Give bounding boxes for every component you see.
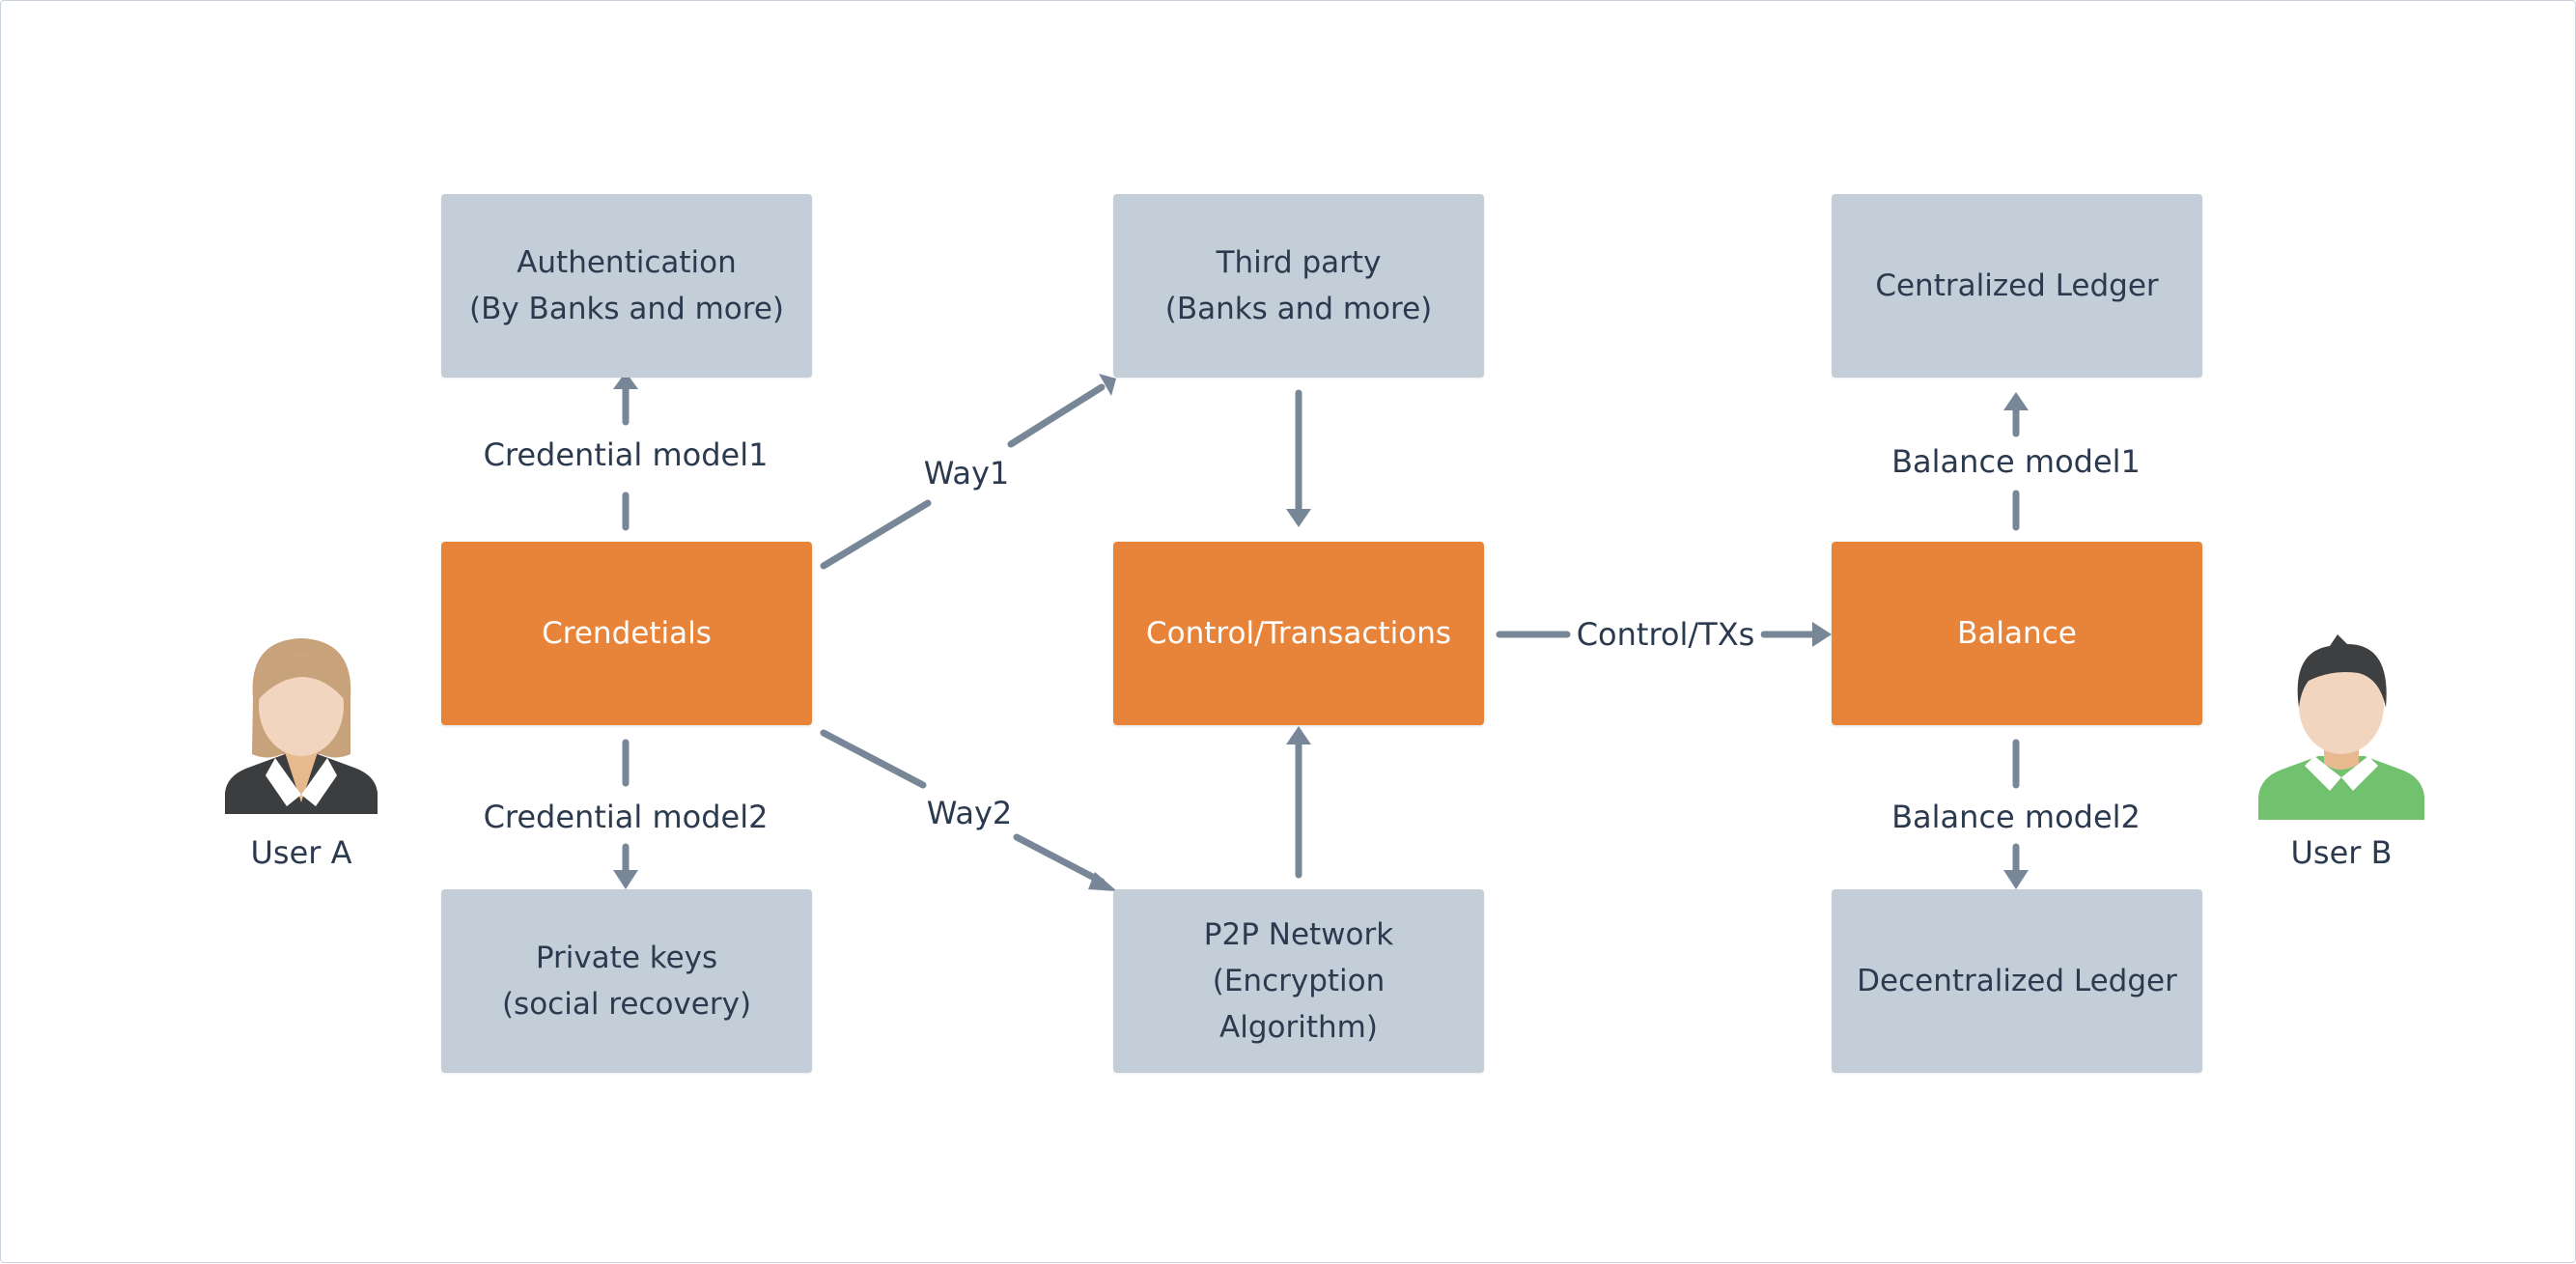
user-a-avatar-icon bbox=[225, 638, 378, 814]
authentication-node: Authentication (By Banks and more) bbox=[441, 194, 812, 378]
decentralized-ledger-node: Decentralized Ledger bbox=[1832, 889, 2202, 1073]
arrow-credentials-to-authentication bbox=[613, 372, 638, 531]
balance-node: Balance bbox=[1832, 542, 2202, 725]
way1-label: Way1 bbox=[917, 454, 1016, 492]
private-keys-node: Private keys (social recovery) bbox=[441, 889, 812, 1073]
arrow-third-party-to-control bbox=[1286, 389, 1311, 527]
arrow-way2 bbox=[820, 729, 1117, 891]
arrow-credentials-to-private-keys bbox=[613, 739, 638, 889]
user-b-avatar-icon bbox=[2258, 634, 2424, 820]
p2p-network-node: P2P Network (Encryption Algorithm) bbox=[1113, 889, 1484, 1073]
arrow-way1 bbox=[820, 374, 1116, 570]
credential-model2-label: Credential model2 bbox=[477, 798, 774, 836]
arrow-balance-to-centralized-ledger bbox=[2003, 392, 2029, 531]
user-b-label: User B bbox=[2284, 833, 2398, 872]
balance-model2-label: Balance model2 bbox=[1886, 798, 2146, 836]
arrow-p2p-to-control bbox=[1286, 726, 1311, 879]
centralized-ledger-node: Centralized Ledger bbox=[1832, 194, 2202, 378]
arrow-balance-to-decentralized-ledger bbox=[2003, 739, 2029, 889]
user-a-label: User A bbox=[244, 833, 358, 872]
control-transactions-node: Control/Transactions bbox=[1113, 542, 1484, 725]
arrow-control-to-balance bbox=[1496, 622, 1832, 647]
way2-label: Way2 bbox=[920, 794, 1019, 832]
credential-model1-label: Credential model1 bbox=[477, 435, 774, 474]
balance-model1-label: Balance model1 bbox=[1886, 442, 2146, 481]
third-party-node: Third party (Banks and more) bbox=[1113, 194, 1484, 378]
credentials-node: Crendetials bbox=[441, 542, 812, 725]
control-txs-label: Control/TXs bbox=[1570, 615, 1761, 654]
